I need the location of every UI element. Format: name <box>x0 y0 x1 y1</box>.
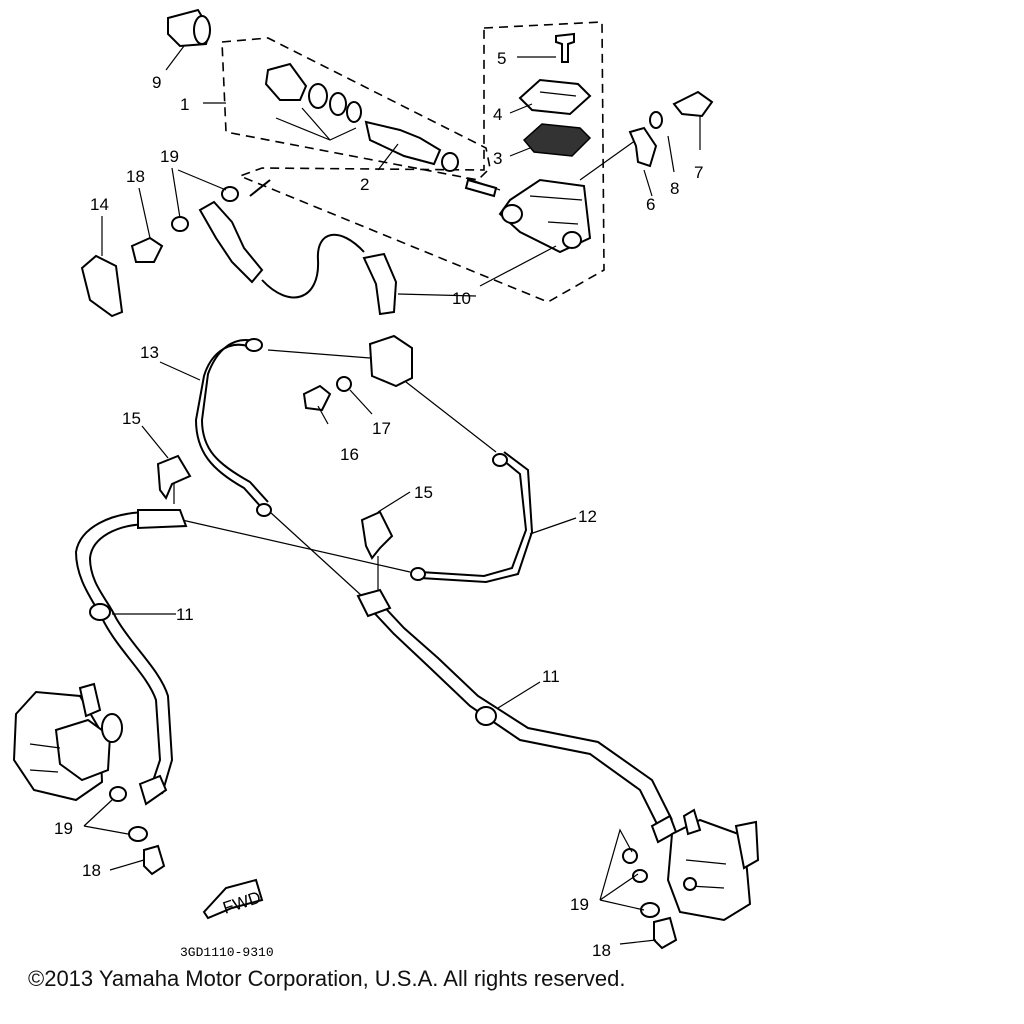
part-6-holder <box>628 126 658 168</box>
label-9: 9 <box>152 73 161 92</box>
label-1: 1 <box>180 95 189 114</box>
part-15-clip-center <box>360 510 394 560</box>
label-4: 4 <box>493 105 502 124</box>
part-10-brake-hose-upper <box>198 179 398 316</box>
part-19-washers-right <box>622 848 660 918</box>
part-19-washers-upper <box>171 186 239 232</box>
label-11-left: 11 <box>176 605 194 624</box>
label-18-left: 18 <box>82 861 101 880</box>
part-13-brake-pipe <box>194 338 272 517</box>
label-11-right: 11 <box>542 667 560 686</box>
label-12: 12 <box>578 507 597 526</box>
label-10: 10 <box>452 289 471 308</box>
part-8-washer <box>649 111 663 129</box>
drawing-code: 3GD1110-9310 <box>180 945 274 960</box>
fwd-arrow: FWD <box>202 878 264 920</box>
left-brake-caliper <box>12 682 123 802</box>
label-8: 8 <box>670 179 679 198</box>
part-5-screw <box>555 32 575 63</box>
label-19-upper: 19 <box>160 147 179 166</box>
label-18-upper: 18 <box>126 167 145 186</box>
part-16-bolt <box>302 384 332 412</box>
part-labels: 9 1 5 4 3 2 6 8 7 19 18 14 10 13 17 16 1… <box>54 49 703 960</box>
label-19-left: 19 <box>54 819 73 838</box>
label-18-right: 18 <box>592 941 611 960</box>
label-15-center: 15 <box>414 483 433 502</box>
label-14: 14 <box>90 195 109 214</box>
part-14-boot <box>80 254 124 318</box>
part-15-clip-left <box>156 454 192 500</box>
part-9-cap <box>167 8 212 48</box>
three-way-joint <box>368 334 413 388</box>
label-6: 6 <box>646 195 655 214</box>
master-cylinder-assembly-outline <box>237 21 605 303</box>
part-7-bolt <box>672 90 714 118</box>
part-19-washers-left <box>109 786 148 842</box>
label-15-left: 15 <box>122 409 141 428</box>
part-4-reservoir-cover <box>518 78 592 116</box>
part-18-union-bolt-upper <box>130 236 164 263</box>
label-5: 5 <box>497 49 506 68</box>
right-brake-caliper <box>666 808 760 922</box>
label-17: 17 <box>372 419 391 438</box>
label-2: 2 <box>360 175 369 194</box>
part-3-diaphragm <box>522 123 592 157</box>
label-19-right: 19 <box>570 895 589 914</box>
part-17-washer <box>336 376 352 392</box>
part-18-union-bolt-left <box>143 844 166 876</box>
part-1-piston-kit <box>264 62 459 172</box>
part-12-brake-pipe <box>410 451 534 584</box>
master-cylinder-kit-outline <box>221 37 491 181</box>
label-3: 3 <box>493 149 502 168</box>
copyright-notice: ©2013 Yamaha Motor Corporation, U.S.A. A… <box>28 966 626 991</box>
label-7: 7 <box>694 163 703 182</box>
part-11-brake-hose-right <box>356 588 678 844</box>
master-cylinder-body <box>498 178 592 254</box>
label-16: 16 <box>340 445 359 464</box>
part-18-union-bolt-right <box>653 916 678 950</box>
label-13: 13 <box>140 343 159 362</box>
part-11-brake-hose-left <box>74 509 188 806</box>
